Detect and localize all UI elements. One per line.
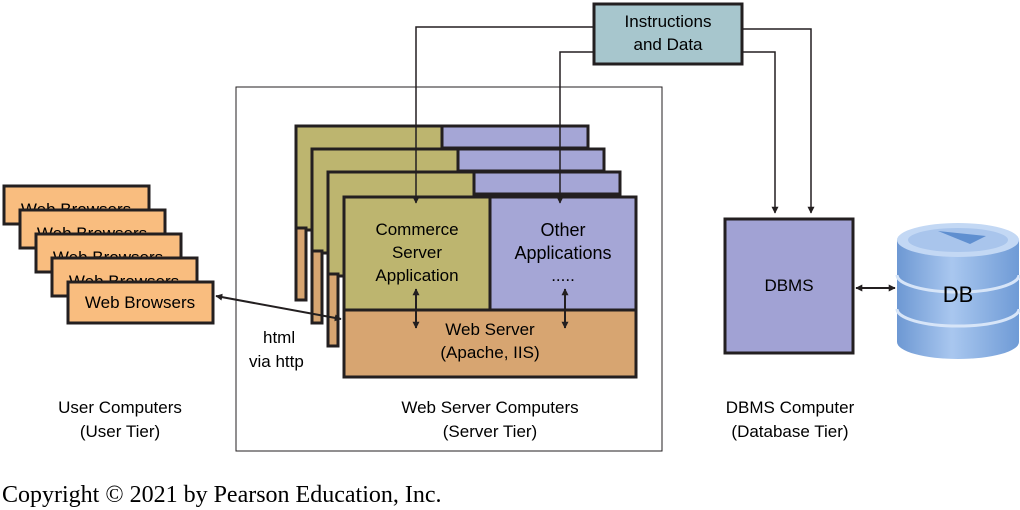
instructions-to-otherapps-line bbox=[556, 51, 594, 204]
commerce-app-line2: Server bbox=[392, 243, 442, 262]
web-server-box bbox=[342, 308, 638, 379]
other-apps-line1: Other bbox=[540, 220, 585, 240]
commerce-app-line3: Application bbox=[375, 266, 458, 285]
html-label: html bbox=[263, 328, 295, 347]
browser-stack: Web Browsers Web Browsers Web Browsers W… bbox=[2, 184, 215, 325]
database-cylinder-icon bbox=[895, 223, 1020, 359]
browser-front-box bbox=[66, 280, 215, 325]
server-tier-line2: (Server Tier) bbox=[443, 422, 537, 441]
instructions-line2: and Data bbox=[634, 35, 704, 54]
db-label: DB bbox=[943, 282, 974, 307]
copyright-notice: Copyright © 2021 by Pearson Education, I… bbox=[2, 482, 442, 508]
database-tier-line1: DBMS Computer bbox=[726, 398, 855, 417]
server-tier-frame bbox=[235, 86, 663, 452]
other-apps-ellipsis: ..... bbox=[551, 266, 575, 285]
dbms-box bbox=[723, 217, 855, 355]
instructions-to-commerce-line bbox=[412, 26, 594, 204]
instructions-data-box bbox=[592, 2, 744, 66]
user-tier-line1: User Computers bbox=[58, 398, 182, 417]
database-tier-line2: (Database Tier) bbox=[731, 422, 848, 441]
other-apps-line2: Applications bbox=[514, 243, 611, 263]
instructions-to-dbms-line-b bbox=[742, 28, 815, 214]
via-http-label: via http bbox=[249, 352, 304, 371]
http-arrow bbox=[215, 293, 342, 322]
instructions-line1: Instructions bbox=[625, 12, 712, 31]
browser-front-label: Web Browsers bbox=[85, 293, 195, 312]
web-server-line1: Web Server bbox=[445, 320, 535, 339]
web-server-line2: (Apache, IIS) bbox=[440, 343, 539, 362]
instructions-to-dbms-line-a bbox=[742, 51, 779, 214]
dbms-label: DBMS bbox=[764, 276, 813, 295]
user-tier-line2: (User Tier) bbox=[80, 422, 160, 441]
commerce-app-line1: Commerce bbox=[375, 220, 458, 239]
server-tier-line1: Web Server Computers bbox=[401, 398, 578, 417]
